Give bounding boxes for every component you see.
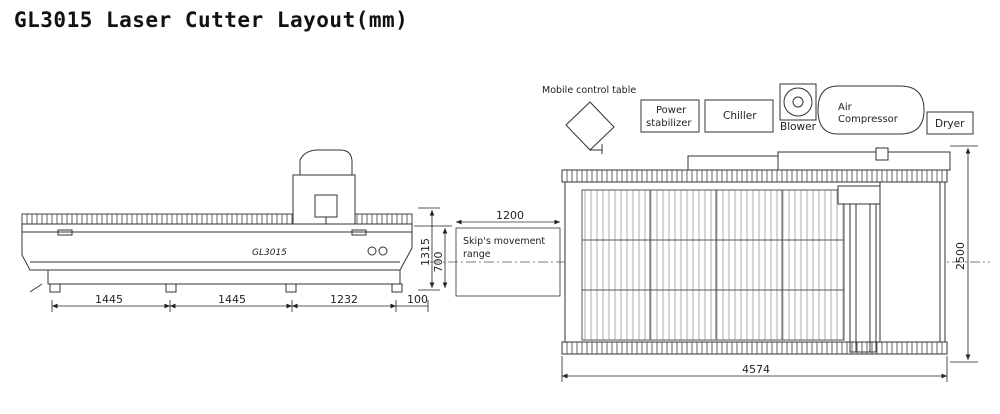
dim-seg4: 100 xyxy=(407,293,428,306)
side-control-knob xyxy=(367,246,377,256)
air-compressor-label-1: Air xyxy=(838,102,853,113)
side-base-frame xyxy=(47,269,401,285)
dryer-label: Dryer xyxy=(935,118,965,130)
chiller-label: Chiller xyxy=(723,110,757,122)
dim-length: 4574 xyxy=(742,363,770,376)
dim-skip-travel: 1200 xyxy=(496,209,524,222)
skip-range-label-1: Skip's movement xyxy=(463,236,545,247)
blower-label: Blower xyxy=(780,121,817,133)
side-view-machine xyxy=(21,149,413,293)
bottom-rail-strip xyxy=(561,341,948,355)
power-stabilizer-box xyxy=(640,99,700,133)
page-title: GL3015 Laser Cutter Layout(mm) xyxy=(14,8,409,32)
side-gantry-head xyxy=(299,149,353,176)
mobile-control-table-label: Mobile control table xyxy=(542,85,636,96)
mobile-control-table xyxy=(565,101,615,154)
power-stabilizer-label-1: Power xyxy=(656,105,687,116)
air-compressor-label-2: Compressor xyxy=(838,114,899,125)
skip-range xyxy=(430,219,990,297)
dim-height-total: 1315 xyxy=(419,238,432,266)
dim-seg3: 1232 xyxy=(330,293,358,306)
blower-icon xyxy=(779,83,817,121)
side-bed-body xyxy=(21,223,413,271)
dryer-box xyxy=(926,111,974,135)
cutting-grate xyxy=(581,189,845,341)
chiller-box xyxy=(704,99,774,133)
side-dimensions xyxy=(51,207,452,312)
top-dimensions xyxy=(561,145,978,382)
dim-seg2: 1445 xyxy=(218,293,246,306)
side-model-label: GL3015 xyxy=(252,248,287,258)
top-view-machine xyxy=(561,147,951,355)
skip-range-label-2: range xyxy=(463,249,491,260)
top-rail-strip xyxy=(561,169,948,183)
top-gantry xyxy=(849,189,877,353)
dim-width: 2500 xyxy=(954,242,967,270)
dim-seg1: 1445 xyxy=(95,293,123,306)
air-compressor-tank xyxy=(817,85,925,135)
power-stabilizer-label-2: stabilizer xyxy=(646,118,692,129)
